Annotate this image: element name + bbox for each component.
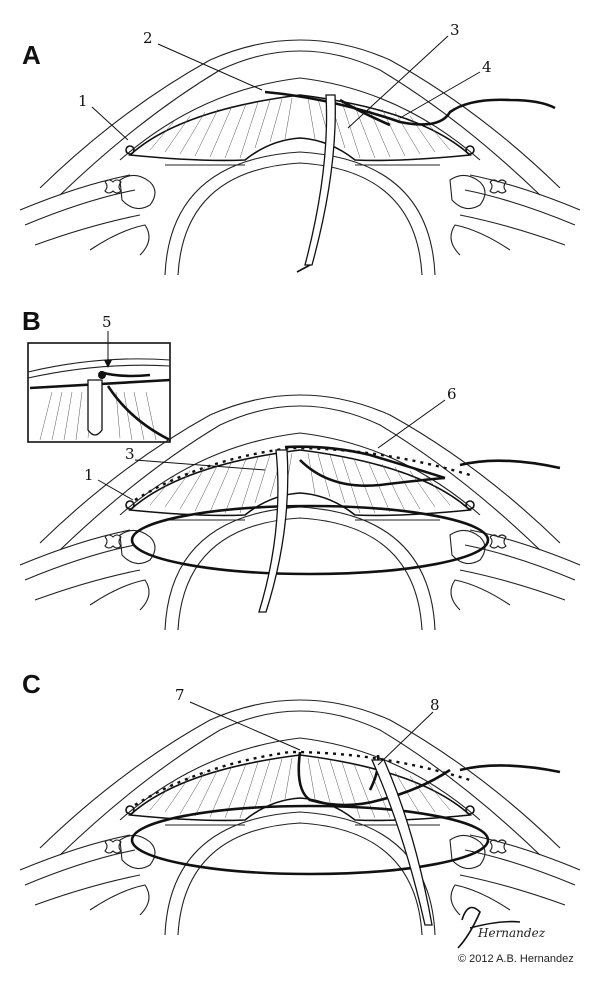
panel-b-cannula <box>258 449 289 613</box>
panel-b-inset: 5 <box>27 313 171 443</box>
panel-a-cannula <box>304 94 336 266</box>
callout-a-4: 4 <box>482 58 492 76</box>
callout-a-3: 3 <box>450 21 460 39</box>
signature-text: Hernandez <box>477 926 546 940</box>
callout-b-3: 3 <box>125 445 135 463</box>
callout-c-8: 8 <box>430 696 440 714</box>
panel-c-cannula <box>370 759 433 926</box>
panel-b: B 5 6 3 1 <box>19 306 581 631</box>
panel-b-dotted-suture <box>134 446 471 502</box>
panel-a: A 1 2 3 4 <box>19 21 581 276</box>
callout-a-2: 2 <box>143 29 153 47</box>
callout-b-1: 1 <box>84 466 94 484</box>
panel-a-letter: A <box>22 40 41 70</box>
panel-c-letter: C <box>22 669 41 699</box>
panel-c-dotted-suture <box>134 750 471 807</box>
panel-c-eye <box>19 699 581 936</box>
panel-b-ring <box>130 504 490 576</box>
panel-c: C 7 8 <box>19 669 581 936</box>
panel-c-suture <box>297 751 561 807</box>
callout-c-7: 7 <box>175 686 185 704</box>
panel-a-eye <box>19 39 581 276</box>
panel-c-ring <box>130 804 490 876</box>
panel-b-letter: B <box>22 306 41 336</box>
callout-b-6: 6 <box>447 385 457 403</box>
callout-a-1: 1 <box>78 92 88 110</box>
callout-b-5: 5 <box>102 313 112 331</box>
artist-signature: Hernandez <box>457 906 546 949</box>
copyright-text: © 2012 A.B. Hernandez <box>458 953 574 965</box>
